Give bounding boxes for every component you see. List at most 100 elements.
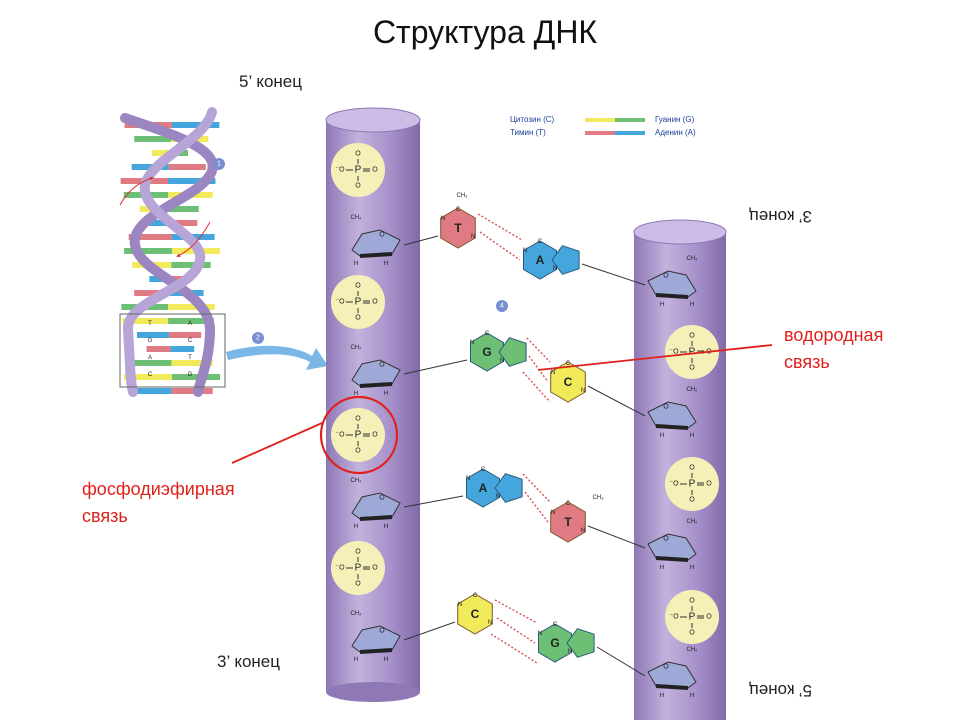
right-phosphate-o: ⁻O (669, 481, 679, 488)
glycosidic-bond (403, 359, 468, 375)
hydrogen-bond (490, 633, 538, 664)
left-sugar-h: H (354, 261, 358, 267)
base-right-letter: T (564, 515, 572, 529)
base-left-ring6 (440, 207, 476, 249)
helix-backbone-1 (120, 113, 218, 397)
hydrogen-bond-label: водородная связь (784, 322, 883, 376)
base-right-letter: C (564, 375, 573, 389)
helix-rung-right (171, 388, 213, 394)
left-sugar-o: O (379, 495, 385, 502)
glycosidic-bond (587, 385, 646, 417)
base-right-letter: G (550, 636, 559, 650)
left-sugar-ch2: CH₂ (351, 345, 363, 351)
left-phosphate-bg (331, 541, 385, 595)
phosphodiester-bond-label: фосфодиэфирная связь (82, 476, 235, 530)
legend-cytosine: Цитозин (С) (510, 115, 555, 124)
left-phosphate-o: O (355, 151, 361, 158)
base-left-n: N (471, 234, 475, 240)
left-phosphate-p: P (355, 165, 362, 176)
helix-rung-left (124, 374, 172, 380)
left-sugar-edge (359, 252, 393, 258)
left-phosphate-p: P (355, 563, 362, 574)
hydrogen-bond (524, 491, 549, 523)
helix-rung-right (171, 360, 213, 366)
helix-base-label: T (148, 321, 152, 327)
base-left-c: C (473, 593, 478, 599)
helix-base-label: A (148, 355, 152, 361)
left-phosphate-o: ⁻O (335, 299, 345, 306)
base-left-n: N (496, 494, 500, 500)
right-phosphate-o: O (689, 333, 695, 340)
base-left-ring6 (470, 332, 504, 372)
helix-rung-right (171, 122, 220, 128)
step-marker (252, 332, 264, 344)
helix-rung-right (171, 262, 211, 268)
glycosidic-bond (403, 235, 439, 246)
base-left-n: N (441, 216, 445, 222)
hydrogen-bond-pointer (537, 344, 773, 371)
base-left-c: C (481, 467, 486, 473)
end-label-3-right: 3’ конец (749, 207, 812, 226)
base-right-n: N (523, 248, 527, 254)
base-left-ring6 (457, 593, 493, 635)
base-right-ring6 (550, 361, 586, 403)
legend-thymine: Тимин (T) (510, 128, 546, 137)
left-phosphate-o: O (372, 299, 378, 306)
right-phosphate-o: O (689, 598, 695, 605)
rotation-arrow-1 (119, 176, 154, 206)
step-marker-label: 1 (217, 161, 221, 168)
left-phosphate-o: O (355, 581, 361, 588)
right-sugar-h: H (690, 565, 694, 571)
helix-rung-left (128, 234, 172, 240)
helix-rung-left (134, 136, 172, 142)
helix-rung-left (152, 150, 170, 156)
base-left-n: N (470, 340, 474, 346)
right-phosphate-p: P (689, 612, 696, 623)
helix-rung-left (130, 360, 172, 366)
helix-rung-right (168, 178, 216, 184)
left-phosphate-o: O (355, 283, 361, 290)
left-strand-cylinder (325, 107, 421, 702)
base-left-ring5 (494, 473, 523, 503)
legend-guanine: Гуанин (G) (655, 115, 695, 124)
helix-rung-right (169, 332, 202, 338)
helix-rung-right (170, 346, 195, 352)
left-phosphate-bg (331, 408, 385, 462)
left-sugar-h: H (384, 657, 388, 663)
right-sugar-ch2: CH₂ (687, 256, 699, 262)
hydrogen-bond (522, 371, 551, 403)
rotation-arrow-2 (176, 221, 211, 257)
glycosidic-bond (596, 646, 646, 677)
helix-rung-left (134, 290, 169, 296)
right-sugar-edge (655, 684, 689, 690)
glycosidic-bond (587, 525, 646, 549)
base-left-letter: G (482, 345, 491, 359)
base-left-letter: C (471, 607, 480, 621)
helix-rung-right (170, 220, 198, 226)
base-right-ring5 (566, 628, 595, 658)
right-phosphate-o: O (689, 465, 695, 472)
left-sugar-ch2: CH₂ (351, 478, 363, 484)
base-legend (585, 118, 645, 135)
right-sugar-h: H (660, 302, 664, 308)
right-phosphate-o: ⁻O (669, 614, 679, 621)
base-left-n: N (488, 620, 492, 626)
left-phosphate-bg (331, 143, 385, 197)
helix-rung-left (124, 248, 172, 254)
step-marker (213, 158, 225, 170)
helix-base-label: C (188, 338, 193, 344)
base-left-n: N (466, 476, 470, 482)
base-left-letter: A (479, 481, 488, 495)
hydrogen-bond (494, 599, 538, 624)
hydrogen-bond (479, 231, 521, 261)
base-right-ring6 (538, 623, 572, 663)
left-sugar-ring (351, 229, 401, 257)
right-phosphate-o: ⁻O (669, 349, 679, 356)
left-phosphate-o: O (372, 432, 378, 439)
hydrogen-bond (522, 473, 551, 503)
right-phosphate-p: P (689, 347, 696, 358)
base-right-n: N (581, 388, 585, 394)
right-sugar-o: O (663, 664, 669, 671)
left-phosphate-bg (331, 275, 385, 329)
